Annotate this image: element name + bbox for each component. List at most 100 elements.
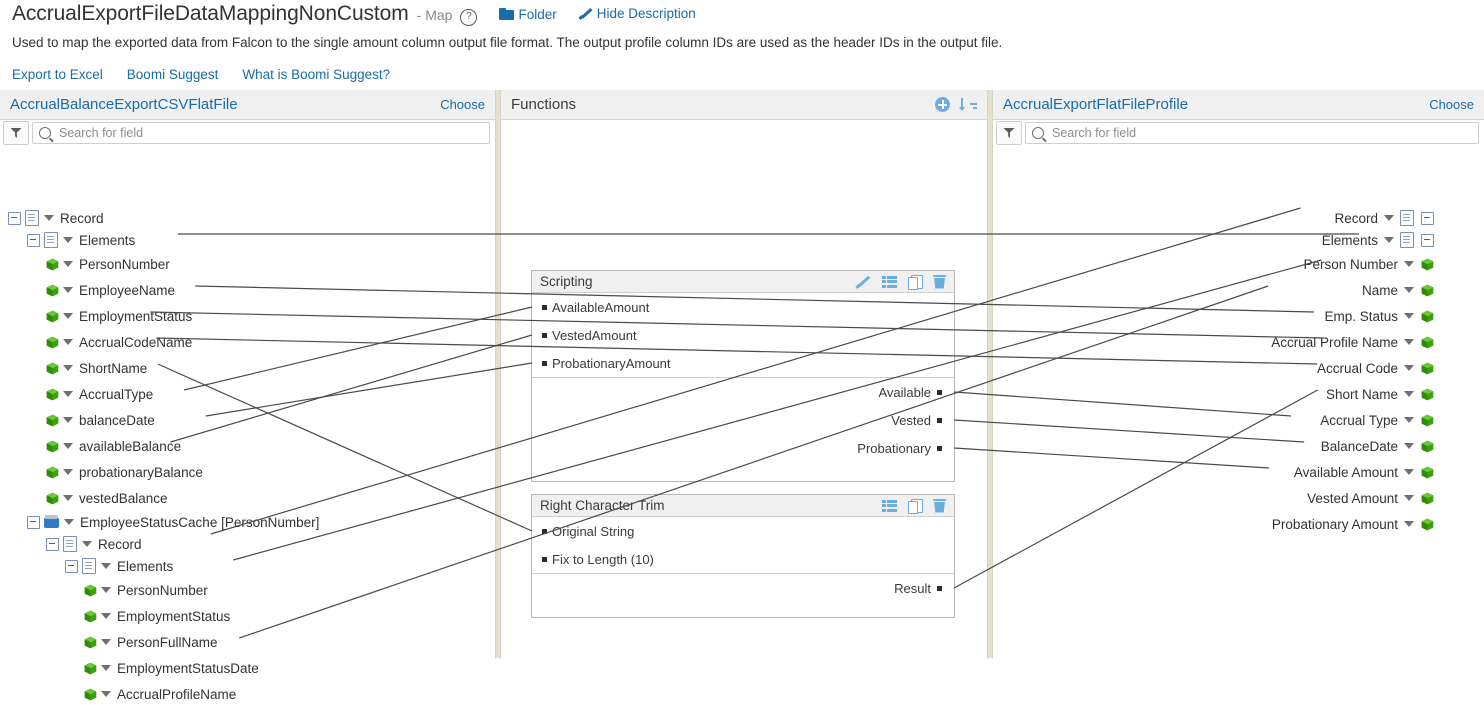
chevron-down-icon[interactable] [63,365,73,371]
output-port[interactable] [937,390,942,395]
function-input-row[interactable]: ProbationaryAmount [532,349,954,377]
help-icon[interactable]: ? [460,9,477,26]
target-profile-title[interactable]: AccrualExportFlatFileProfile [1003,96,1188,113]
source-tree-node[interactable]: PersonNumber [46,253,171,275]
input-port[interactable] [542,557,547,562]
function-box[interactable]: Right Character TrimOriginal StringFix t… [531,494,955,618]
chevron-down-icon[interactable] [1384,215,1394,221]
collapse-toggle-icon[interactable] [27,234,40,247]
list-icon[interactable] [882,276,897,288]
chevron-down-icon[interactable] [1404,495,1414,501]
source-search-box[interactable] [32,122,490,144]
source-choose-button[interactable]: Choose [440,97,485,112]
collapse-toggle-icon[interactable] [65,560,78,573]
source-tree-node[interactable]: ShortName [46,357,148,379]
function-output-row[interactable]: Vested [532,406,954,434]
chevron-down-icon[interactable] [101,639,111,645]
collapse-toggle-icon[interactable] [8,212,21,225]
folder-button[interactable]: Folder [499,7,556,22]
chevron-down-icon[interactable] [1404,287,1414,293]
source-tree-node[interactable]: balanceDate [46,409,156,431]
target-tree-node[interactable]: Accrual Profile Name [1270,331,1434,353]
target-tree-node[interactable]: Person Number [1302,253,1434,275]
function-input-row[interactable]: Fix to Length (10) [532,545,954,573]
target-choose-button[interactable]: Choose [1429,97,1474,112]
source-tree-node[interactable]: EmployeeName [46,279,176,301]
target-tree-node[interactable]: Short Name [1325,383,1434,405]
chevron-down-icon[interactable] [1404,443,1414,449]
target-search-box[interactable] [1025,122,1479,144]
chevron-down-icon[interactable] [1404,469,1414,475]
hide-description-button[interactable]: Hide Description [579,6,696,21]
source-tree-node[interactable]: probationaryBalance [46,461,204,483]
trash-icon[interactable] [933,499,946,513]
target-tree-node[interactable]: Record [1333,207,1434,229]
function-input-row[interactable]: VestedAmount [532,321,954,349]
chevron-down-icon[interactable] [1404,339,1414,345]
chevron-down-icon[interactable] [44,215,54,221]
chevron-down-icon[interactable] [63,261,73,267]
source-tree-node[interactable]: EmployeeStatusCache [PersonNumber] [27,511,320,533]
function-output-row[interactable]: Available [532,378,954,406]
target-tree-node[interactable]: Accrual Type [1319,409,1434,431]
sort-descending-icon[interactable] [961,98,977,112]
chevron-down-icon[interactable] [63,339,73,345]
input-port[interactable] [542,333,547,338]
chevron-down-icon[interactable] [1404,365,1414,371]
list-icon[interactable] [882,500,897,512]
chevron-down-icon[interactable] [82,541,92,547]
chevron-down-icon[interactable] [101,691,111,697]
target-tree-node[interactable]: Vested Amount [1306,487,1434,509]
source-tree-node[interactable]: EmploymentStatusDate [84,657,260,679]
chevron-down-icon[interactable] [1404,391,1414,397]
copy-icon[interactable] [908,499,922,513]
source-tree-node[interactable]: availableBalance [46,435,182,457]
chevron-down-icon[interactable] [63,391,73,397]
chevron-down-icon[interactable] [101,665,111,671]
function-output-row[interactable]: Probationary [532,434,954,462]
chevron-down-icon[interactable] [63,287,73,293]
output-port[interactable] [937,418,942,423]
target-filter-button[interactable] [996,121,1022,145]
source-tree-node[interactable]: Record [8,207,105,229]
chevron-down-icon[interactable] [63,469,73,475]
collapse-toggle-icon[interactable] [27,516,40,529]
target-tree-node[interactable]: Available Amount [1293,461,1434,483]
chevron-down-icon[interactable] [101,613,111,619]
output-port[interactable] [937,446,942,451]
what-is-boomi-suggest-link[interactable]: What is Boomi Suggest? [242,67,390,82]
pencil-icon[interactable] [856,274,871,289]
chevron-down-icon[interactable] [63,495,73,501]
source-tree-node[interactable]: Elements [27,229,136,251]
chevron-down-icon[interactable] [1404,261,1414,267]
target-tree-node[interactable]: Name [1361,279,1434,301]
target-tree-node[interactable]: Accrual Code [1316,357,1434,379]
source-tree-node[interactable]: Elements [65,555,174,577]
plus-circle-icon[interactable] [935,97,950,112]
trash-icon[interactable] [933,275,946,289]
input-port[interactable] [542,361,547,366]
collapse-toggle-icon[interactable] [1421,234,1434,247]
chevron-down-icon[interactable] [101,563,111,569]
target-tree-node[interactable]: Emp. Status [1323,305,1434,327]
source-profile-title[interactable]: AccrualBalanceExportCSVFlatFile [10,96,238,113]
chevron-down-icon[interactable] [1384,237,1394,243]
source-tree-node[interactable]: PersonNumber [84,579,209,601]
function-box[interactable]: ScriptingAvailableAmountVestedAmountProb… [531,270,955,482]
target-tree-node[interactable]: BalanceDate [1320,435,1434,457]
chevron-down-icon[interactable] [63,237,73,243]
chevron-down-icon[interactable] [63,443,73,449]
chevron-down-icon[interactable] [1404,313,1414,319]
function-input-row[interactable]: AvailableAmount [532,293,954,321]
source-tree-node[interactable]: AccrualProfileName [84,683,237,705]
chevron-down-icon[interactable] [1404,521,1414,527]
collapse-toggle-icon[interactable] [46,538,59,551]
source-tree-node[interactable]: PersonFullName [84,631,219,653]
chevron-down-icon[interactable] [64,519,74,525]
source-filter-button[interactable] [3,121,29,145]
chevron-down-icon[interactable] [63,417,73,423]
copy-icon[interactable] [908,275,922,289]
source-tree-node[interactable]: Record [46,533,143,555]
input-port[interactable] [542,529,547,534]
function-input-row[interactable]: Original String [532,517,954,545]
